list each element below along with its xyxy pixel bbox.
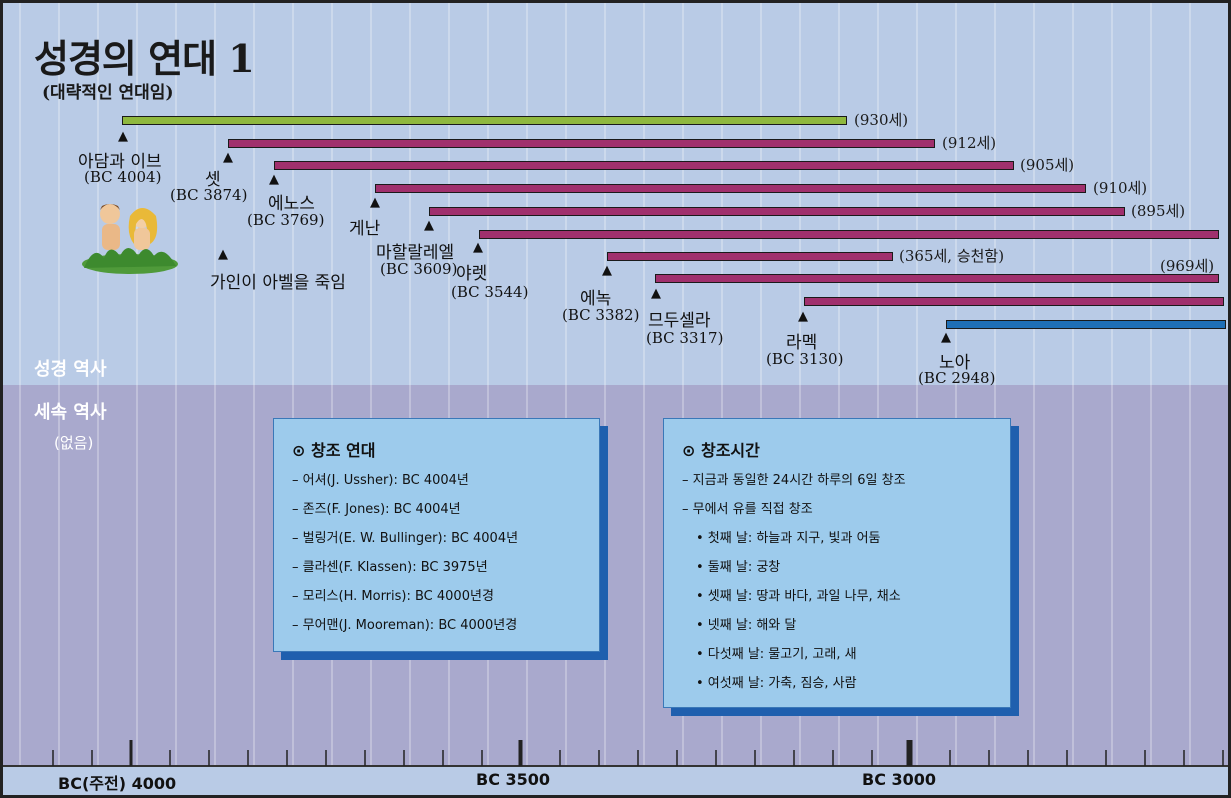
list-item: • 첫째 날: 하늘과 지구, 빛과 어둠 (696, 531, 881, 546)
event-label: 가인이 아벨을 죽임 (210, 273, 346, 293)
list-item: – 모리스(H. Morris): BC 4000년경 (292, 589, 494, 604)
list-item: – 클라센(F. Klassen): BC 3975년 (292, 560, 488, 575)
birth-marker: ▲ (798, 309, 808, 324)
lifespan-bar-kenan (375, 184, 1086, 193)
lifespan-bar-seth (228, 139, 935, 148)
creation-date-box: ⊙ 창조 연대 – 어셔(J. Ussher): BC 4004년 – 존즈(F… (273, 418, 600, 652)
patriarch-name: 라멕 (786, 333, 818, 353)
birth-year: (BC 3382) (562, 306, 640, 324)
age-label: (969세) (1160, 257, 1215, 275)
lifespan-bar-jared (479, 230, 1219, 239)
list-item: – 무에서 유를 직접 창조 (682, 502, 813, 517)
lifespan-bar-adam (122, 116, 847, 125)
list-item: • 넷째 날: 해와 달 (696, 618, 797, 633)
lifespan-bar-lamech (804, 297, 1224, 306)
time-axis (0, 765, 1231, 798)
age-label: (912세) (942, 134, 997, 152)
lifespan-bar-methuselah (655, 274, 1219, 283)
age-label: (895세) (1131, 202, 1186, 220)
axis-label-3000: BC 3000 (862, 770, 937, 789)
list-item: – 존즈(F. Jones): BC 4004년 (292, 502, 461, 517)
birth-year: (BC 3769) (247, 211, 325, 229)
birth-year: (BC 3317) (646, 329, 724, 347)
secular-none-label: (없음) (54, 434, 94, 452)
patriarch-name: 야렛 (456, 264, 488, 284)
birth-year: (BC 3544) (451, 283, 529, 301)
birth-year: (BC 3874) (170, 186, 248, 204)
patriarch-name: 노아 (939, 353, 971, 373)
patriarch-name: 게난 (349, 219, 381, 239)
list-item: – 지금과 동일한 24시간 하루의 6일 창조 (682, 473, 906, 488)
chart-subtitle: (대략적인 연대임) (42, 83, 174, 103)
lifespan-bar-enoch (607, 252, 893, 261)
adam-and-eve-illustration (82, 204, 178, 274)
birth-year: (BC 4004) (84, 168, 162, 186)
patriarch-name: 아담과 이브 (78, 152, 162, 172)
birth-marker: ▲ (473, 240, 483, 255)
patriarch-name: 므두셀라 (648, 311, 711, 331)
vertical-gridlines (0, 0, 1231, 765)
creation-date-heading: ⊙ 창조 연대 (292, 441, 376, 460)
axis-label-4000: BC(주전) 4000 (58, 774, 177, 793)
age-label: (930세) (854, 111, 909, 129)
list-item: • 둘째 날: 궁창 (696, 560, 781, 575)
list-item: – 무어맨(J. Mooreman): BC 4000년경 (292, 618, 518, 633)
age-label: (910세) (1093, 179, 1148, 197)
birth-marker: ▲ (602, 263, 612, 278)
lifespan-bar-noah (946, 320, 1226, 329)
lifespan-bar-enosh (274, 161, 1014, 170)
creation-time-heading: ⊙ 창조시간 (682, 441, 760, 460)
axis-label-3500: BC 3500 (476, 770, 551, 789)
list-item: – 벌링거(E. W. Bullinger): BC 4004년 (292, 531, 519, 546)
axis-ticks (52, 740, 1224, 766)
lifespan-bar-mahalalel (429, 207, 1125, 216)
chart-title: 성경의 연대 1 (34, 36, 255, 81)
patriarch-name: 셋 (205, 170, 221, 190)
list-item: • 여섯째 날: 가축, 짐승, 사람 (696, 676, 857, 691)
list-item: • 다섯째 날: 물고기, 고래, 새 (696, 647, 857, 662)
birth-marker: ▲ (223, 150, 233, 165)
birth-marker: ▲ (424, 218, 434, 233)
secular-history-label: 세속 역사 (34, 402, 107, 423)
birth-marker: ▲ (941, 330, 951, 345)
birth-year: (BC 3609) (380, 260, 458, 278)
patriarch-name: 에녹 (580, 289, 612, 309)
birth-marker: ▲ (269, 172, 279, 187)
birth-marker: ▲ (651, 286, 661, 301)
list-item: – 어셔(J. Ussher): BC 4004년 (292, 473, 469, 488)
birth-marker: ▲ (118, 129, 128, 144)
event-marker: ▲ (218, 247, 228, 262)
secular-history-band (0, 385, 1231, 765)
age-label: (365세, 승천함) (899, 247, 1005, 265)
birth-year: (BC 3130) (766, 350, 844, 368)
birth-marker: ▲ (370, 195, 380, 210)
bible-history-label: 성경 역사 (34, 359, 107, 380)
creation-time-list: – 지금과 동일한 24시간 하루의 6일 창조 – 무에서 유를 직접 창조 … (682, 471, 906, 703)
list-item: • 셋째 날: 땅과 바다, 과일 나무, 채소 (696, 589, 901, 604)
age-label: (905세) (1020, 156, 1075, 174)
creation-date-list: – 어셔(J. Ussher): BC 4004년 – 존즈(F. Jones)… (292, 471, 518, 645)
creation-time-box: ⊙ 창조시간 – 지금과 동일한 24시간 하루의 6일 창조 – 무에서 유를… (663, 418, 1011, 708)
patriarch-name: 에노스 (268, 194, 315, 214)
birth-year: (BC 2948) (918, 369, 996, 387)
patriarch-name: 마할랄레엘 (376, 243, 455, 263)
